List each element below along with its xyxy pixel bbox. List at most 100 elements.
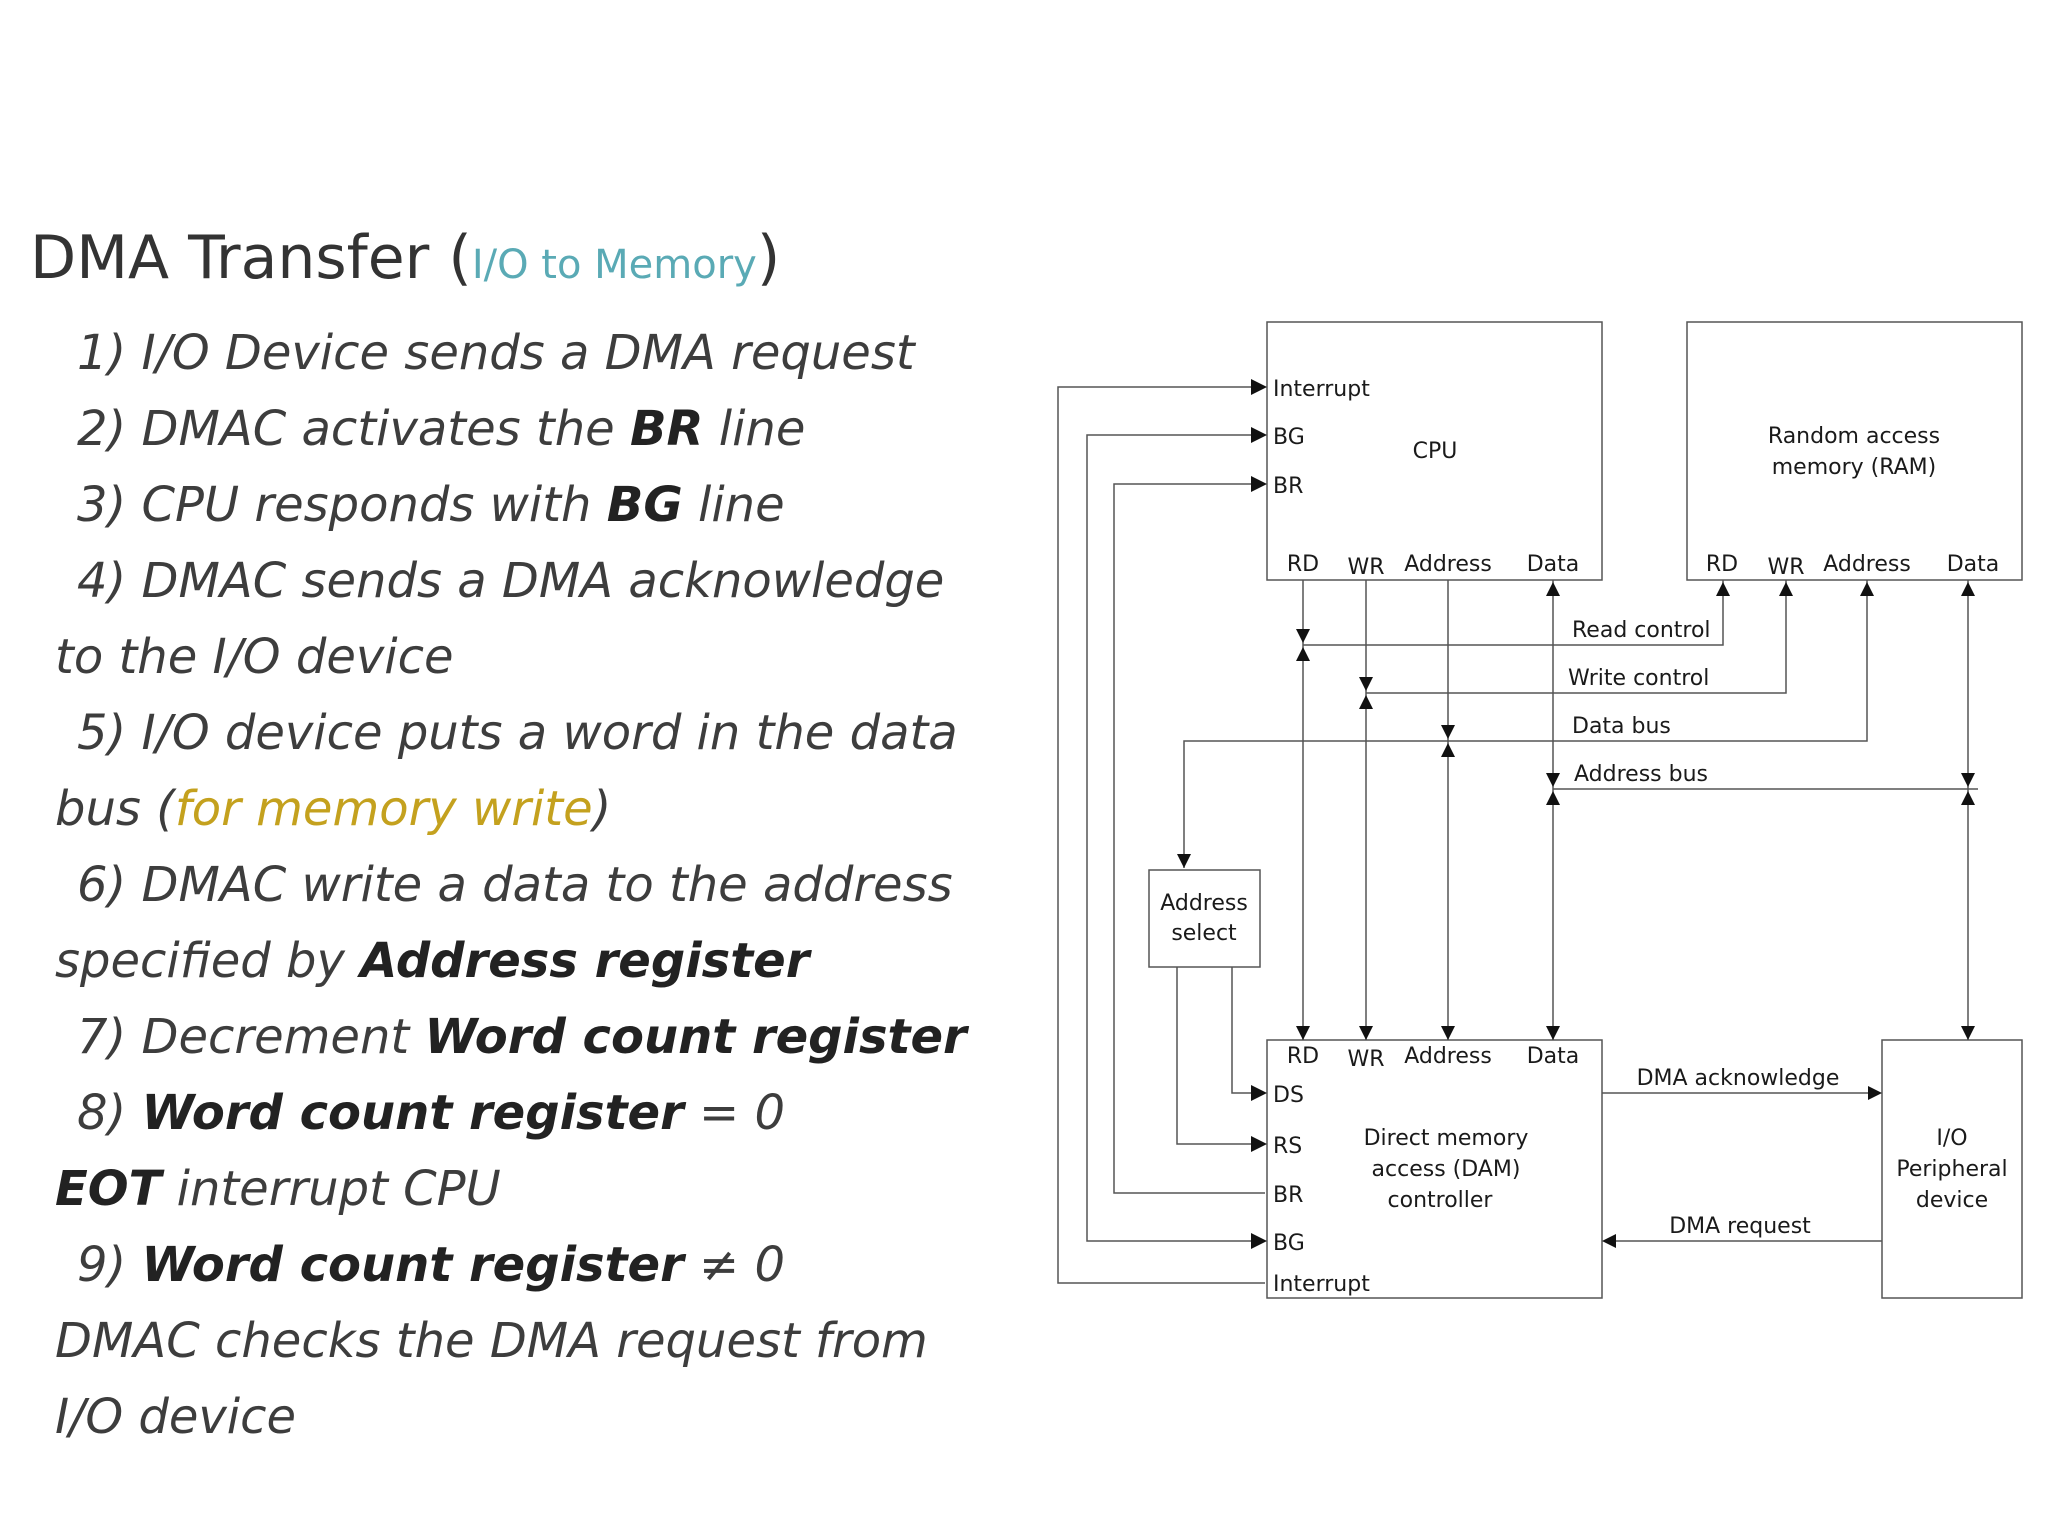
dmac-address-label: Address [1404,1044,1492,1069]
ram-title-line1: Random access [1768,424,1940,449]
step-6-cont: specified by Address register [55,923,955,999]
step-8-cont: EOT interrupt CPU [55,1151,955,1227]
step-6-cont-text: specified by [55,933,361,989]
step-5: 5) I/O device puts a word in the data [55,695,958,771]
step-2: 2) DMAC activates the BR line [55,391,955,467]
step-5-cont: bus (for memory write) [55,771,955,847]
wr-arrow-cpu-side [1359,677,1373,691]
rd-arrow-dmac-up [1296,647,1310,661]
write-control-line [1366,580,1787,694]
io-line3: device [1916,1188,1988,1213]
rd-arrow-dmac [1296,1026,1310,1040]
step-1-text: 1) I/O Device sends a DMA request [77,325,915,381]
dmac-rd-label: RD [1287,1044,1319,1069]
dmac-bg-label: BG [1273,1231,1305,1256]
rs-arrow [1251,1136,1267,1152]
step-3-text: 3) CPU responds with [77,477,607,533]
cpu-rd-label: RD [1287,552,1319,577]
ram-rd-label: RD [1706,552,1738,577]
step-9-cont: DMAC checks the DMA request from [55,1303,955,1379]
step-8-eot: EOT [55,1161,162,1217]
step-7-text: 7) Decrement [77,1009,425,1065]
br-arrow [1251,476,1267,492]
interrupt-line [1057,386,1265,1284]
interrupt-arrow [1251,379,1267,395]
rd-arrow-cpu-side [1296,629,1310,643]
data-arrow-bus-bottom [1546,791,1560,805]
ds-line [1231,967,1255,1094]
write-control-label: Write control [1568,666,1709,691]
cpu-address-label: Address [1404,552,1492,577]
dmac-rs-label: RS [1273,1134,1302,1159]
ram-data-label: Data [1947,552,2000,577]
step-8-tail: = 0 [683,1085,786,1141]
step-5-text: 5) I/O device puts a word in the data [77,705,958,761]
address-arrow-dmac-up [1441,743,1455,757]
step-6-keyword: Address register [360,933,810,989]
ram-title-line2: memory (RAM) [1772,455,1937,480]
data-arrow-cpu [1546,582,1560,596]
io-line1: I/O [1936,1126,1967,1151]
step-9-cont-2: I/O device [55,1379,955,1455]
address-arrow-dmac [1441,1026,1455,1040]
step-4-cont-text: to the I/O device [55,629,454,685]
step-9-cont-text: DMAC checks the DMA request from [55,1313,928,1369]
step-8-keyword: Word count register [141,1085,684,1141]
step-4-text: 4) DMAC sends a DMA acknowledge [77,553,945,609]
cpu-wr-label: WR [1347,555,1384,580]
address-select-line1: Address [1160,891,1248,916]
dmac-wr-label: WR [1347,1047,1384,1072]
dma-ack-label: DMA acknowledge [1637,1066,1840,1091]
cpu-block [1266,321,1603,581]
address-arrow-cpu-side [1441,725,1455,739]
step-8: 8) Word count register = 0 [55,1075,955,1151]
io-device-block [1881,1039,2023,1299]
ram-bus-arrow-bottom [1961,791,1975,805]
dmac-title-line3: controller [1388,1188,1494,1213]
read-control-label: Read control [1572,618,1711,643]
step-9-text: 9) [77,1237,142,1293]
cpu-data-label: Data [1527,552,1580,577]
title-close: ) [756,223,781,293]
step-4-cont: to the I/O device [55,619,955,695]
step-9-keyword: Word count register [141,1237,684,1293]
bg-arrow-dmac [1251,1233,1267,1249]
dma-request-arrow [1602,1234,1616,1248]
step-8-cont-text: interrupt CPU [161,1161,501,1217]
data-bus-label: Data bus [1572,714,1671,739]
dmac-interrupt-label: Interrupt [1273,1272,1370,1297]
step-4: 4) DMAC sends a DMA acknowledge [55,543,955,619]
cpu-interrupt-label: Interrupt [1273,377,1370,402]
step-6: 6) DMAC write a data to the address [55,847,955,923]
write-control-arrow-ram [1779,582,1793,596]
step-3-keyword: BG [606,477,683,533]
address-select-line2: select [1171,921,1237,946]
step-3-tail: line [682,477,785,533]
step-9-cont-2-text: I/O device [55,1389,297,1445]
dmac-data-label: Data [1527,1044,1580,1069]
ram-data-arrow [1961,582,1975,596]
step-6-text: 6) DMAC write a data to the address [77,857,953,913]
dma-request-label: DMA request [1669,1214,1811,1239]
step-2-text: 2) DMAC activates the [77,401,630,457]
cpu-br-label: BR [1273,474,1303,499]
step-3: 3) CPU responds with BG line [55,467,955,543]
cpu-bg-label: BG [1273,425,1305,450]
title-subtitle: I/O to Memory [471,242,757,288]
io-data-arrow [1961,1026,1975,1040]
read-control-arrow-ram [1716,582,1730,596]
read-control-line [1303,580,1724,646]
dmac-ds-label: DS [1273,1083,1304,1108]
address-select-arrow [1177,854,1191,868]
step-5-close: ) [592,781,612,837]
wr-arrow-dmac-up [1359,695,1373,709]
ram-block [1686,321,2023,581]
cpu-title: CPU [1413,439,1458,464]
step-2-keyword: BR [629,401,704,457]
bg-line [1086,434,1265,1242]
address-bus-label: Address bus [1574,762,1708,787]
step-1: 1) I/O Device sends a DMA request [55,315,955,391]
data-bus-arrow-ram [1860,582,1874,596]
br-line [1113,483,1265,1194]
